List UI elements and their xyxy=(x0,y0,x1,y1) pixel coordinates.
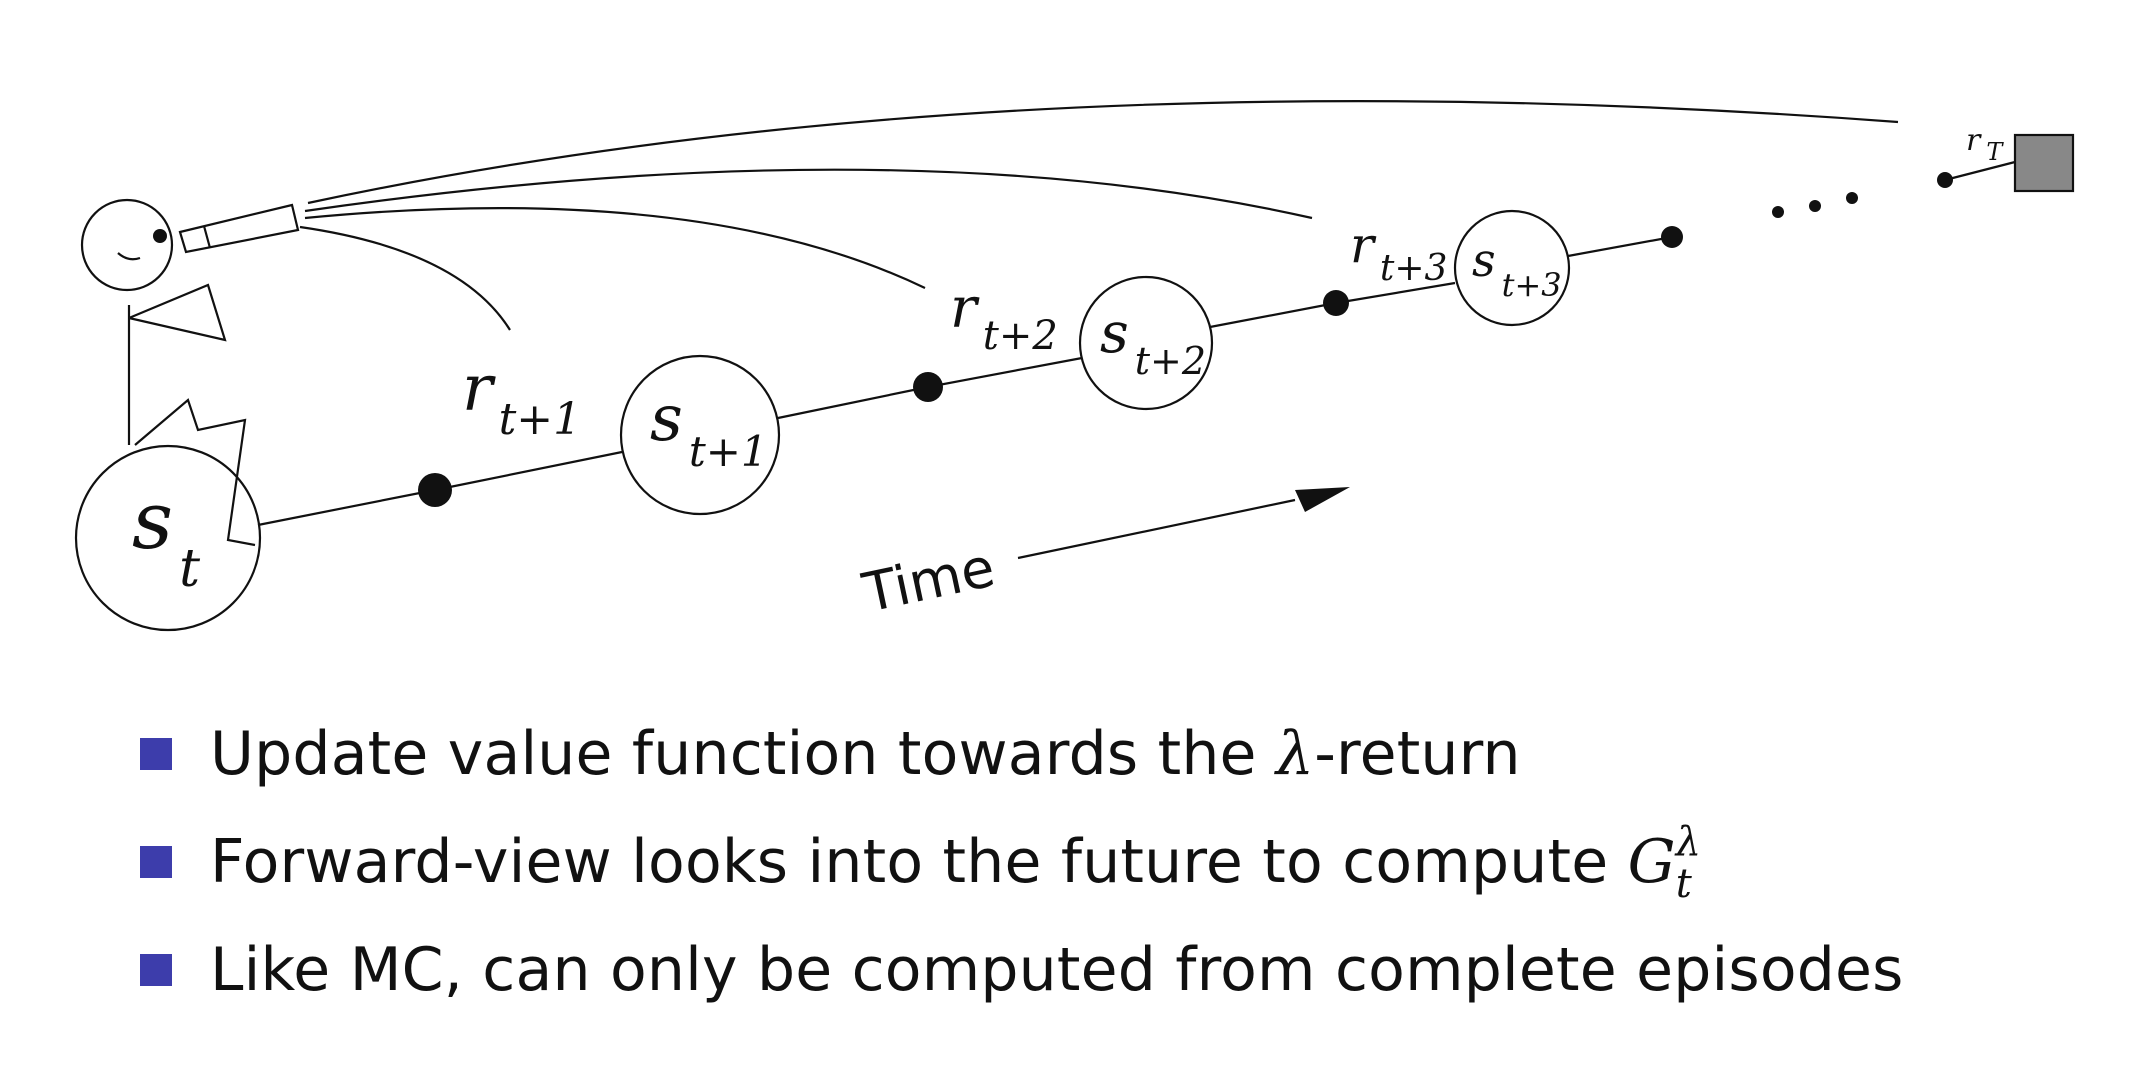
bullet-item: Like MC, can only be computed from compl… xyxy=(140,916,2040,1024)
bullet-square-icon xyxy=(140,738,172,770)
lookahead-arcs xyxy=(299,100,1899,331)
bullet-list: Update value function towards the λ-retu… xyxy=(140,700,2040,1024)
bullet-text: Forward-view looks into the future to co… xyxy=(210,819,1702,907)
state-node-t2 xyxy=(1078,275,1214,411)
reward-dot-t4 xyxy=(1661,226,1683,248)
bullet-item: Update value function towards the λ-retu… xyxy=(140,700,2040,808)
reward-dot-T xyxy=(1937,172,1953,188)
bullet-text: Like MC, can only be computed from compl… xyxy=(210,935,1904,1005)
time-label: Time xyxy=(857,536,1000,625)
state-node-t3 xyxy=(1453,209,1571,327)
observer-figure-icon xyxy=(80,198,300,547)
time-arrow xyxy=(1017,487,1350,560)
bullet-item: Forward-view looks into the future to co… xyxy=(140,808,2040,916)
state-node-t xyxy=(74,444,262,632)
state-node-t1 xyxy=(619,354,781,516)
reward-dot-t3 xyxy=(1323,290,1349,316)
reward-dot-t2 xyxy=(913,372,943,402)
ellipsis-dots xyxy=(1772,192,1858,218)
bullet-square-icon xyxy=(140,954,172,986)
terminal-state-square xyxy=(2013,133,2075,193)
state-label: st xyxy=(132,474,200,599)
reward-dot-t1 xyxy=(418,473,452,507)
trajectory-line xyxy=(257,160,2016,527)
bullet-text: Update value function towards the λ-retu… xyxy=(210,719,1521,789)
bullet-square-icon xyxy=(140,846,172,878)
